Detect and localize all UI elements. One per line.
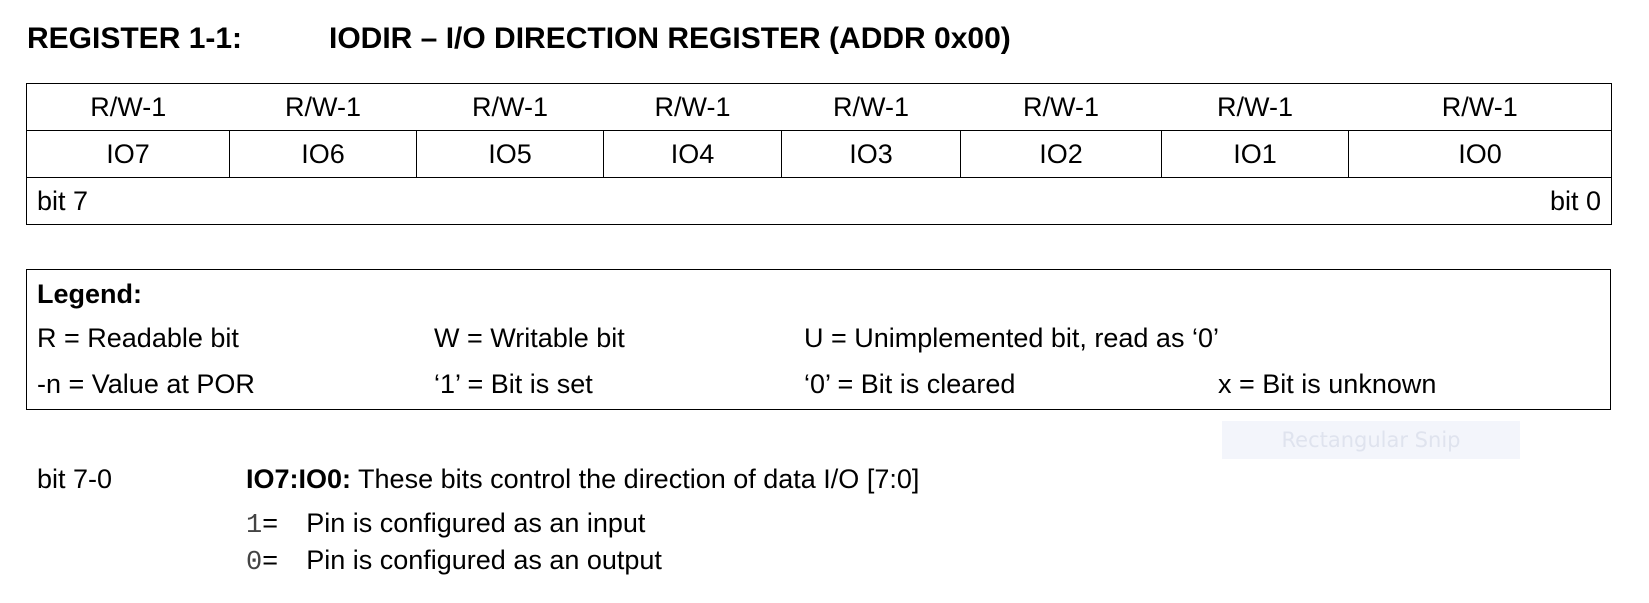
register-number: REGISTER 1-1: [27,22,243,55]
access-cell: R/W-1 [603,83,782,131]
legend-unknown: x = Bit is unknown [1218,369,1437,399]
legend-set: ‘1’ = Bit is set [434,369,593,399]
access-row: R/W-1 R/W-1 R/W-1 R/W-1 R/W-1 R/W-1 R/W-… [26,83,1612,131]
description-text: IO7:IO0: These bits control the directio… [246,462,919,496]
option-output: 0 = Pin is configured as an output [246,543,662,580]
legend-readable: R = Readable bit [37,323,239,353]
access-cell: R/W-1 [416,83,604,131]
bit-cell: IO5 [416,130,604,178]
register-bit-table: R/W-1 R/W-1 R/W-1 R/W-1 R/W-1 R/W-1 R/W-… [26,83,1612,225]
legend-por: -n = Value at POR [37,369,255,399]
bit-cell: IO2 [960,130,1162,178]
legend-cleared: ‘0’ = Bit is cleared [804,369,1016,399]
description-bit-range: bit 7-0 [37,464,113,494]
access-cell: R/W-1 [229,83,417,131]
lsb-label: bit 0 [1549,186,1601,216]
option-equals: = [262,508,278,538]
option-value: 1 [246,511,263,541]
bit-cell: IO4 [603,130,782,178]
legend-box: Legend: R = Readable bit W = Writable bi… [26,269,1611,410]
bit-name-row: IO7 IO6 IO5 IO4 IO3 IO2 IO1 IO0 [26,130,1612,178]
legend-writable: W = Writable bit [434,323,625,353]
option-meaning: Pin is configured as an input [306,508,646,538]
access-cell: R/W-1 [26,83,230,131]
register-name: IODIR – I/O DIRECTION REGISTER (ADDR 0x0… [329,22,1011,55]
description-body: These bits control the direction of data… [351,464,920,494]
register-title: REGISTER 1-1: IODIR – I/O DIRECTION REGIS… [27,20,1011,58]
access-cell: R/W-1 [960,83,1162,131]
option-input: 1 = Pin is configured as an input [246,506,645,543]
option-meaning: Pin is configured as an output [306,545,662,575]
legend-title: Legend: [37,279,142,309]
bit-range-row: bit 7 bit 0 [26,177,1612,225]
bit-cell: IO7 [26,130,230,178]
msb-label: bit 7 [37,186,89,216]
bit-cell: IO6 [229,130,417,178]
bit-cell: IO1 [1161,130,1349,178]
rectangular-snip-overlay[interactable]: Rectangular Snip [1222,421,1520,459]
bit-cell: IO3 [781,130,961,178]
legend-unimplemented: U = Unimplemented bit, read as ‘0’ [804,323,1219,353]
access-cell: R/W-1 [1161,83,1349,131]
option-equals: = [262,545,278,575]
description-field-name: IO7:IO0: [246,464,352,494]
option-value: 0 [246,548,263,578]
bit-cell: IO0 [1348,130,1612,178]
access-cell: R/W-1 [1348,83,1612,131]
access-cell: R/W-1 [781,83,961,131]
bit-range-cell: bit 7 bit 0 [26,177,1612,225]
